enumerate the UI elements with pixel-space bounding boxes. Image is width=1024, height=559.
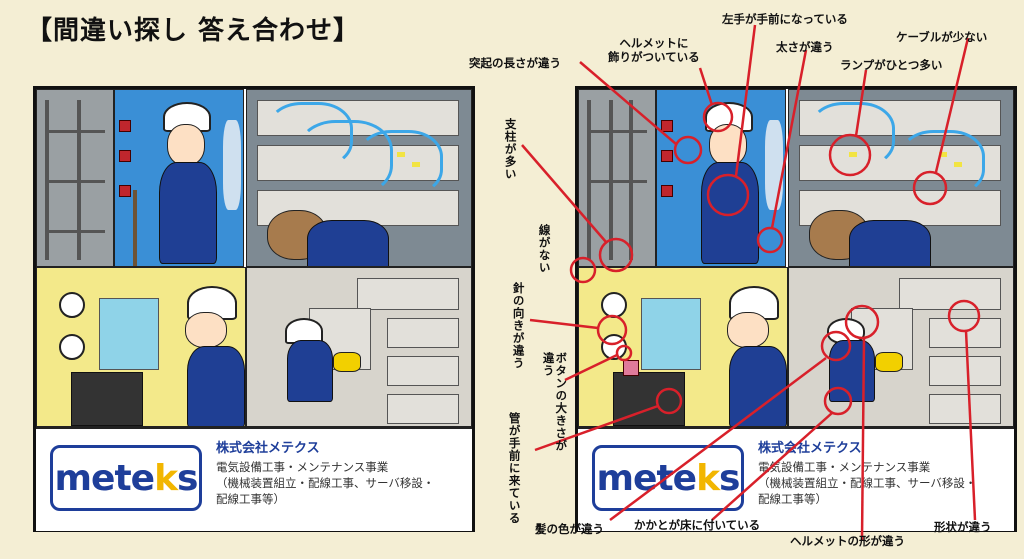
- label-no-line: 線がない: [537, 224, 552, 274]
- label-pipe: 管が手前に来ている: [507, 412, 522, 525]
- label-shape: 形状が違う: [934, 520, 992, 534]
- company-business-line-2: （機械装置組立・配線工事、サーバ移設・: [758, 476, 977, 490]
- scene-cabinet-cleaning: [246, 267, 472, 427]
- scene-cabinet-cleaning-answer: [788, 267, 1014, 427]
- company-business-line-1: 電気設備工事・メンテナンス事業: [758, 460, 931, 474]
- company-business-line-3: 配線工事等）: [758, 492, 827, 506]
- company-logo: meteks: [592, 445, 744, 511]
- scene-control-panel-answer: [578, 267, 788, 427]
- company-business-line-3: 配線工事等）: [216, 492, 285, 506]
- label-helmet-shape: ヘルメットの形が違う: [790, 534, 905, 548]
- label-left-hand: 左手が手前になっている: [722, 12, 848, 26]
- company-logo: meteks: [50, 445, 202, 511]
- scene-outdoor-structure-answer: [578, 89, 656, 267]
- label-thickness: 太さが違う: [776, 40, 834, 54]
- label-hair: 髪の色が違う: [535, 522, 604, 536]
- scene-worker-climbing: [114, 89, 244, 267]
- label-protrusion: 突起の長さが違う: [469, 56, 561, 70]
- company-info-block: meteks 株式会社メテクス 電気設備工事・メンテナンス事業 （機械装置組立・…: [36, 427, 472, 531]
- scene-outdoor-structure: [36, 89, 114, 267]
- company-name: 株式会社メテクス: [216, 441, 320, 456]
- label-cable-few: ケーブルが少ない: [896, 30, 988, 44]
- label-button: ボタンの大きさが違う: [541, 352, 569, 452]
- scene-server-rack: [246, 89, 472, 267]
- scene-control-panel: [36, 267, 246, 427]
- company-name: 株式会社メテクス: [758, 441, 862, 456]
- label-helmet-decoration: ヘルメットに 飾りがついている: [608, 36, 700, 65]
- company-business-line-2: （機械装置組立・配線工事、サーバ移設・: [216, 476, 435, 490]
- label-heel: かかとが床に付いている: [634, 518, 761, 532]
- company-info-block-answer: meteks 株式会社メテクス 電気設備工事・メンテナンス事業 （機械装置組立・…: [578, 427, 1014, 531]
- scene-worker-climbing-answer: [656, 89, 786, 267]
- answer-picture-panel: meteks 株式会社メテクス 電気設備工事・メンテナンス事業 （機械装置組立・…: [575, 86, 1017, 532]
- label-pillar: 支柱が多い: [503, 118, 518, 181]
- page-title: 【間違い探し 答え合わせ】: [26, 16, 361, 46]
- original-picture-panel: meteks 株式会社メテクス 電気設備工事・メンテナンス事業 （機械装置組立・…: [33, 86, 475, 532]
- scene-server-rack-answer: [788, 89, 1014, 267]
- label-needle: 針の向きが違う: [511, 282, 526, 370]
- company-business-line-1: 電気設備工事・メンテナンス事業: [216, 460, 389, 474]
- label-lamp: ランプがひとつ多い: [840, 58, 943, 72]
